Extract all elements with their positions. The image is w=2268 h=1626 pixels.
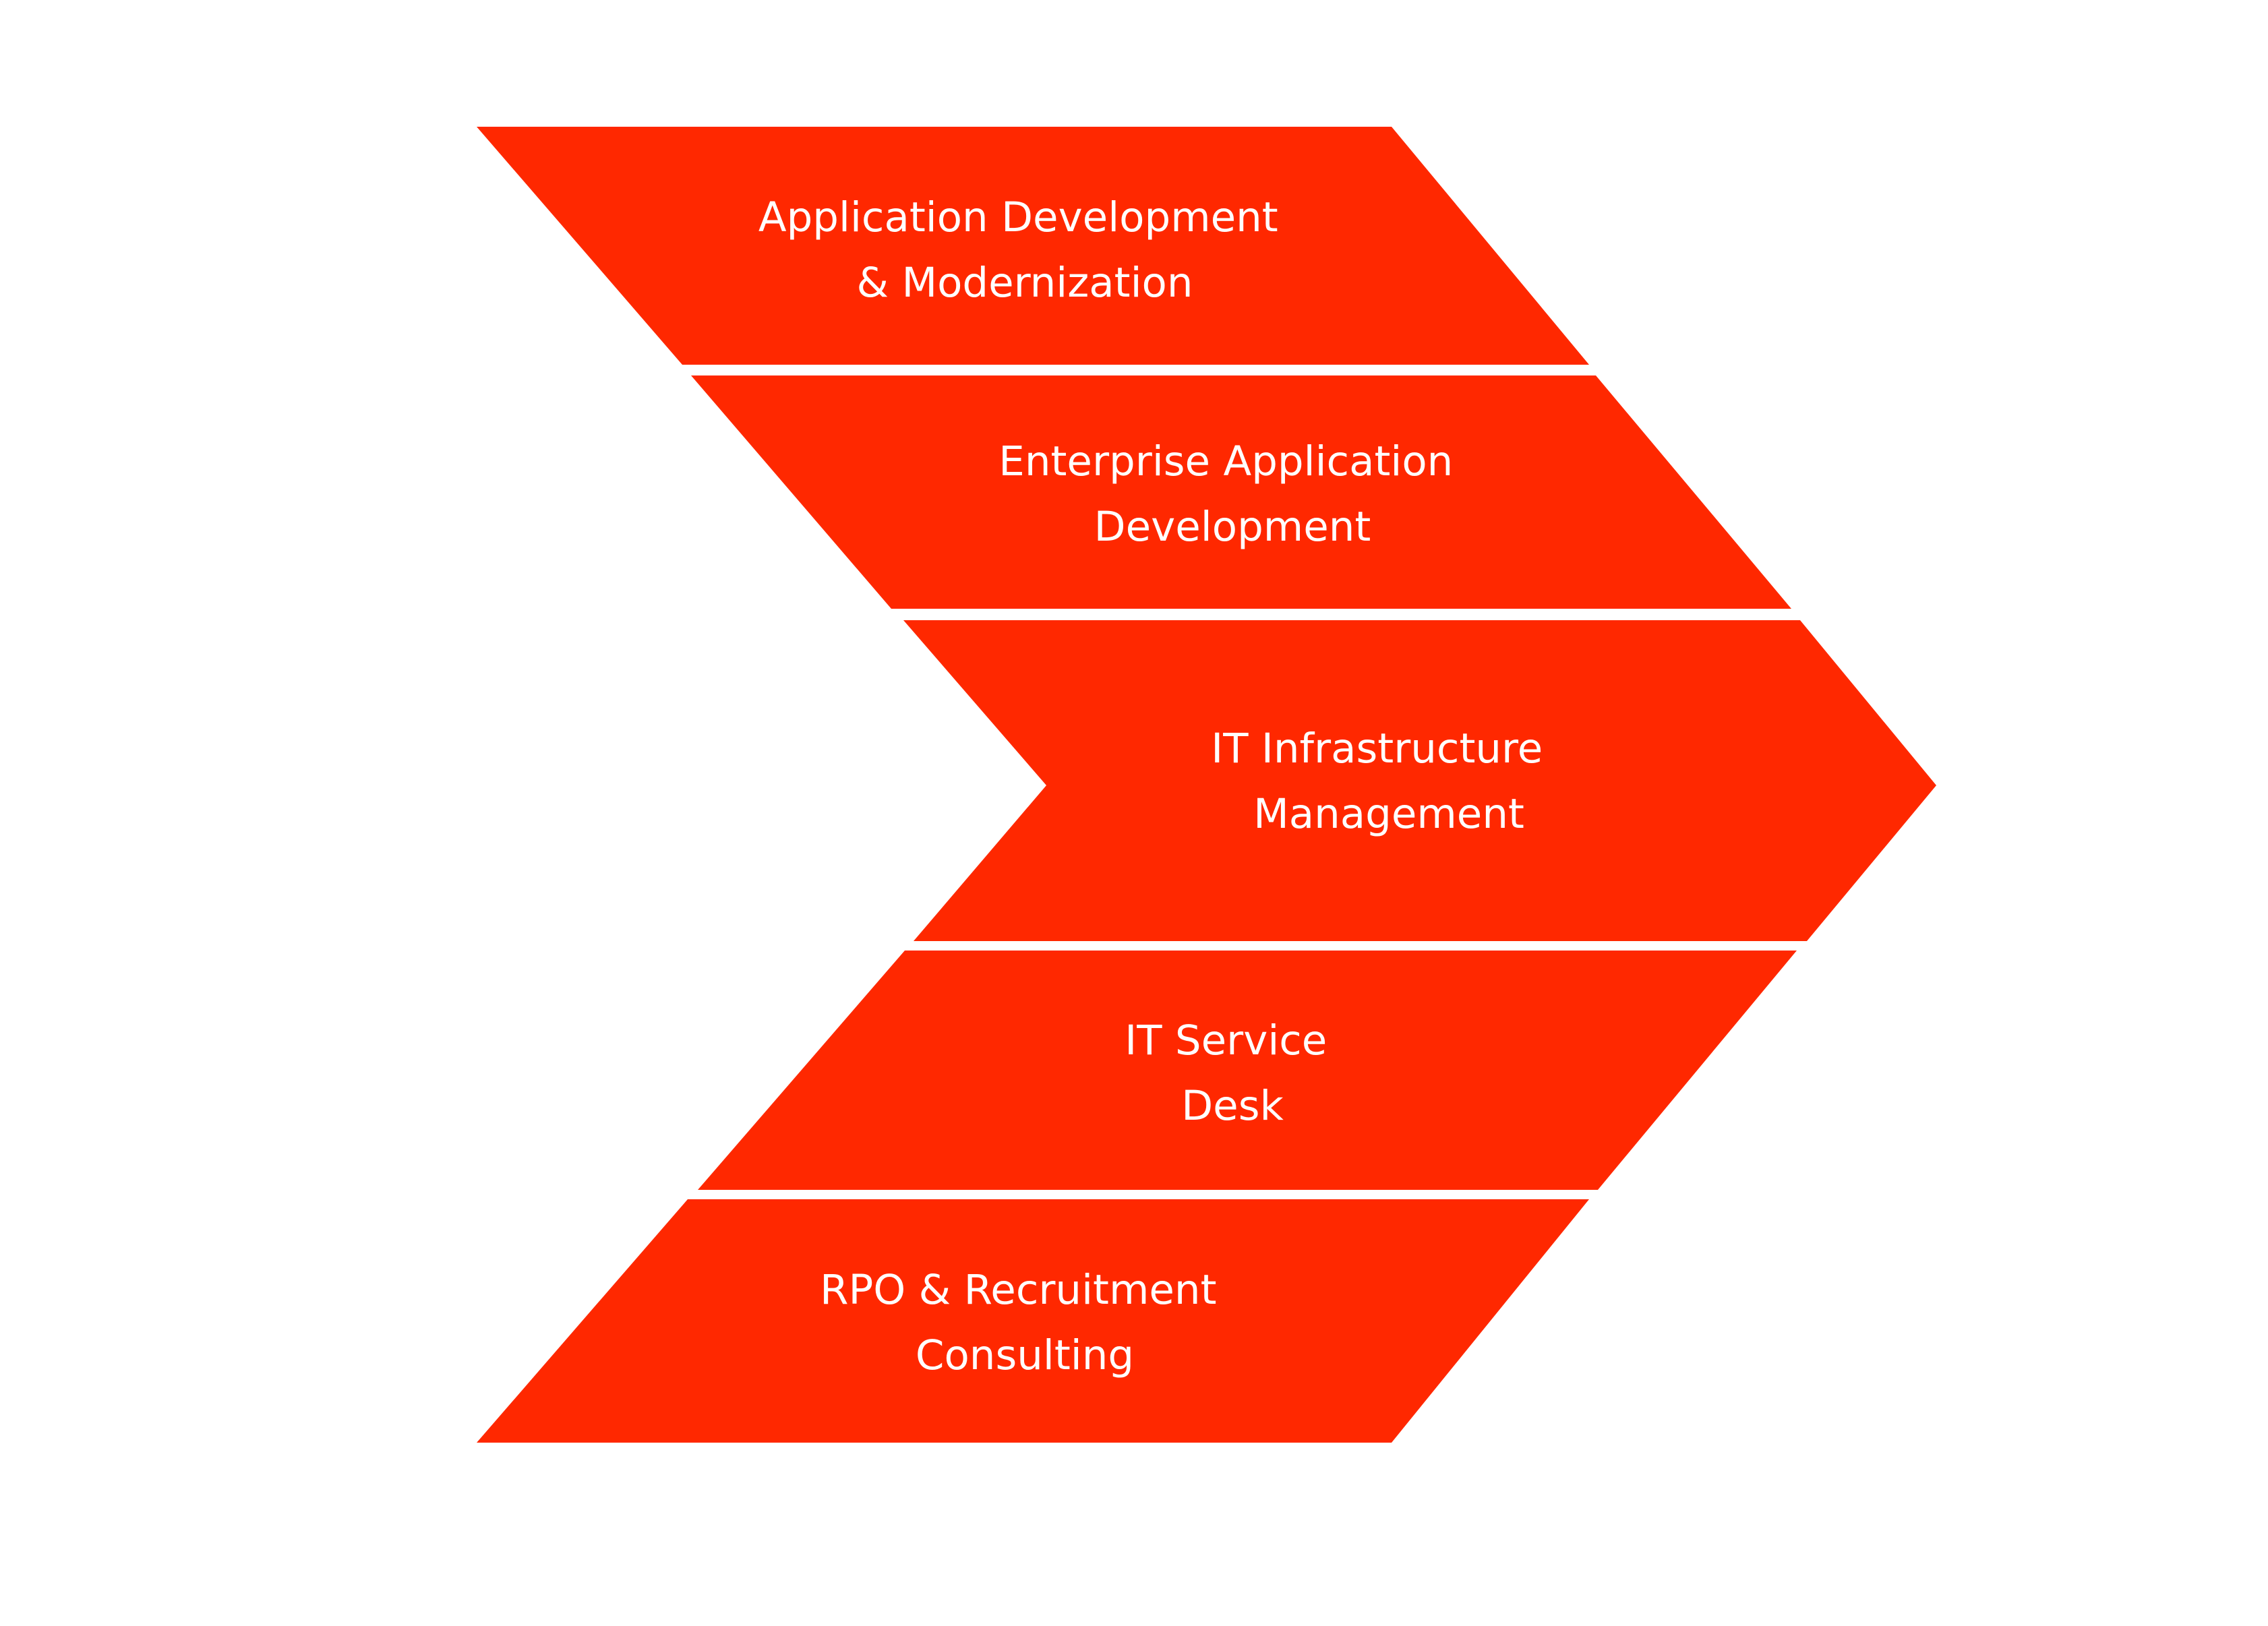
svg-text:IT Service Desk: IT Service Desk (1125, 1017, 1340, 1130)
segment-label-it-infrastructure-line1: IT Infrastructure (1211, 725, 1543, 773)
segment-rpo-recruitment: RPO & Recruitment Consulting (477, 1199, 1589, 1443)
segment-label-application-development-line2: & Modernization (856, 259, 1193, 307)
segment-label-rpo-recruitment-line2: Consulting (916, 1331, 1134, 1379)
segment-label-application-development-line1: Application Development (758, 193, 1278, 241)
svg-text:RPO & Recruitment Consul: RPO & Recruitment Consulting (820, 1266, 1230, 1379)
segment-label-it-service-desk-line2: Desk (1181, 1082, 1284, 1130)
segment-it-infrastructure: IT Infrastructure Management (903, 620, 1936, 941)
svg-text:Application Development: Application Development & Modernization (758, 193, 1291, 307)
segment-shape-it-service-desk (698, 951, 1797, 1190)
svg-text:Enterprise Application D: Enterprise Application Development (998, 438, 1466, 551)
segment-label-enterprise-application-line2: Development (1094, 503, 1371, 551)
segment-label-enterprise-application-line1: Enterprise Application (998, 438, 1453, 485)
segment-shape-application-development (477, 127, 1589, 365)
segment-enterprise-application: Enterprise Application Development (691, 375, 1791, 609)
svg-text:IT Infrastructure Manage: IT Infrastructure Management (1211, 725, 1555, 838)
segment-it-service-desk: IT Service Desk (698, 951, 1797, 1190)
segment-shape-rpo-recruitment (477, 1199, 1589, 1443)
segment-label-rpo-recruitment-line1: RPO & Recruitment (820, 1266, 1216, 1314)
segment-shape-it-infrastructure (903, 620, 1936, 941)
segment-label-it-infrastructure-line2: Management (1253, 790, 1524, 838)
segment-application-development: Application Development & Modernization (477, 127, 1589, 365)
segment-label-it-service-desk-line1: IT Service (1125, 1017, 1327, 1064)
segment-shape-enterprise-application (691, 375, 1791, 609)
